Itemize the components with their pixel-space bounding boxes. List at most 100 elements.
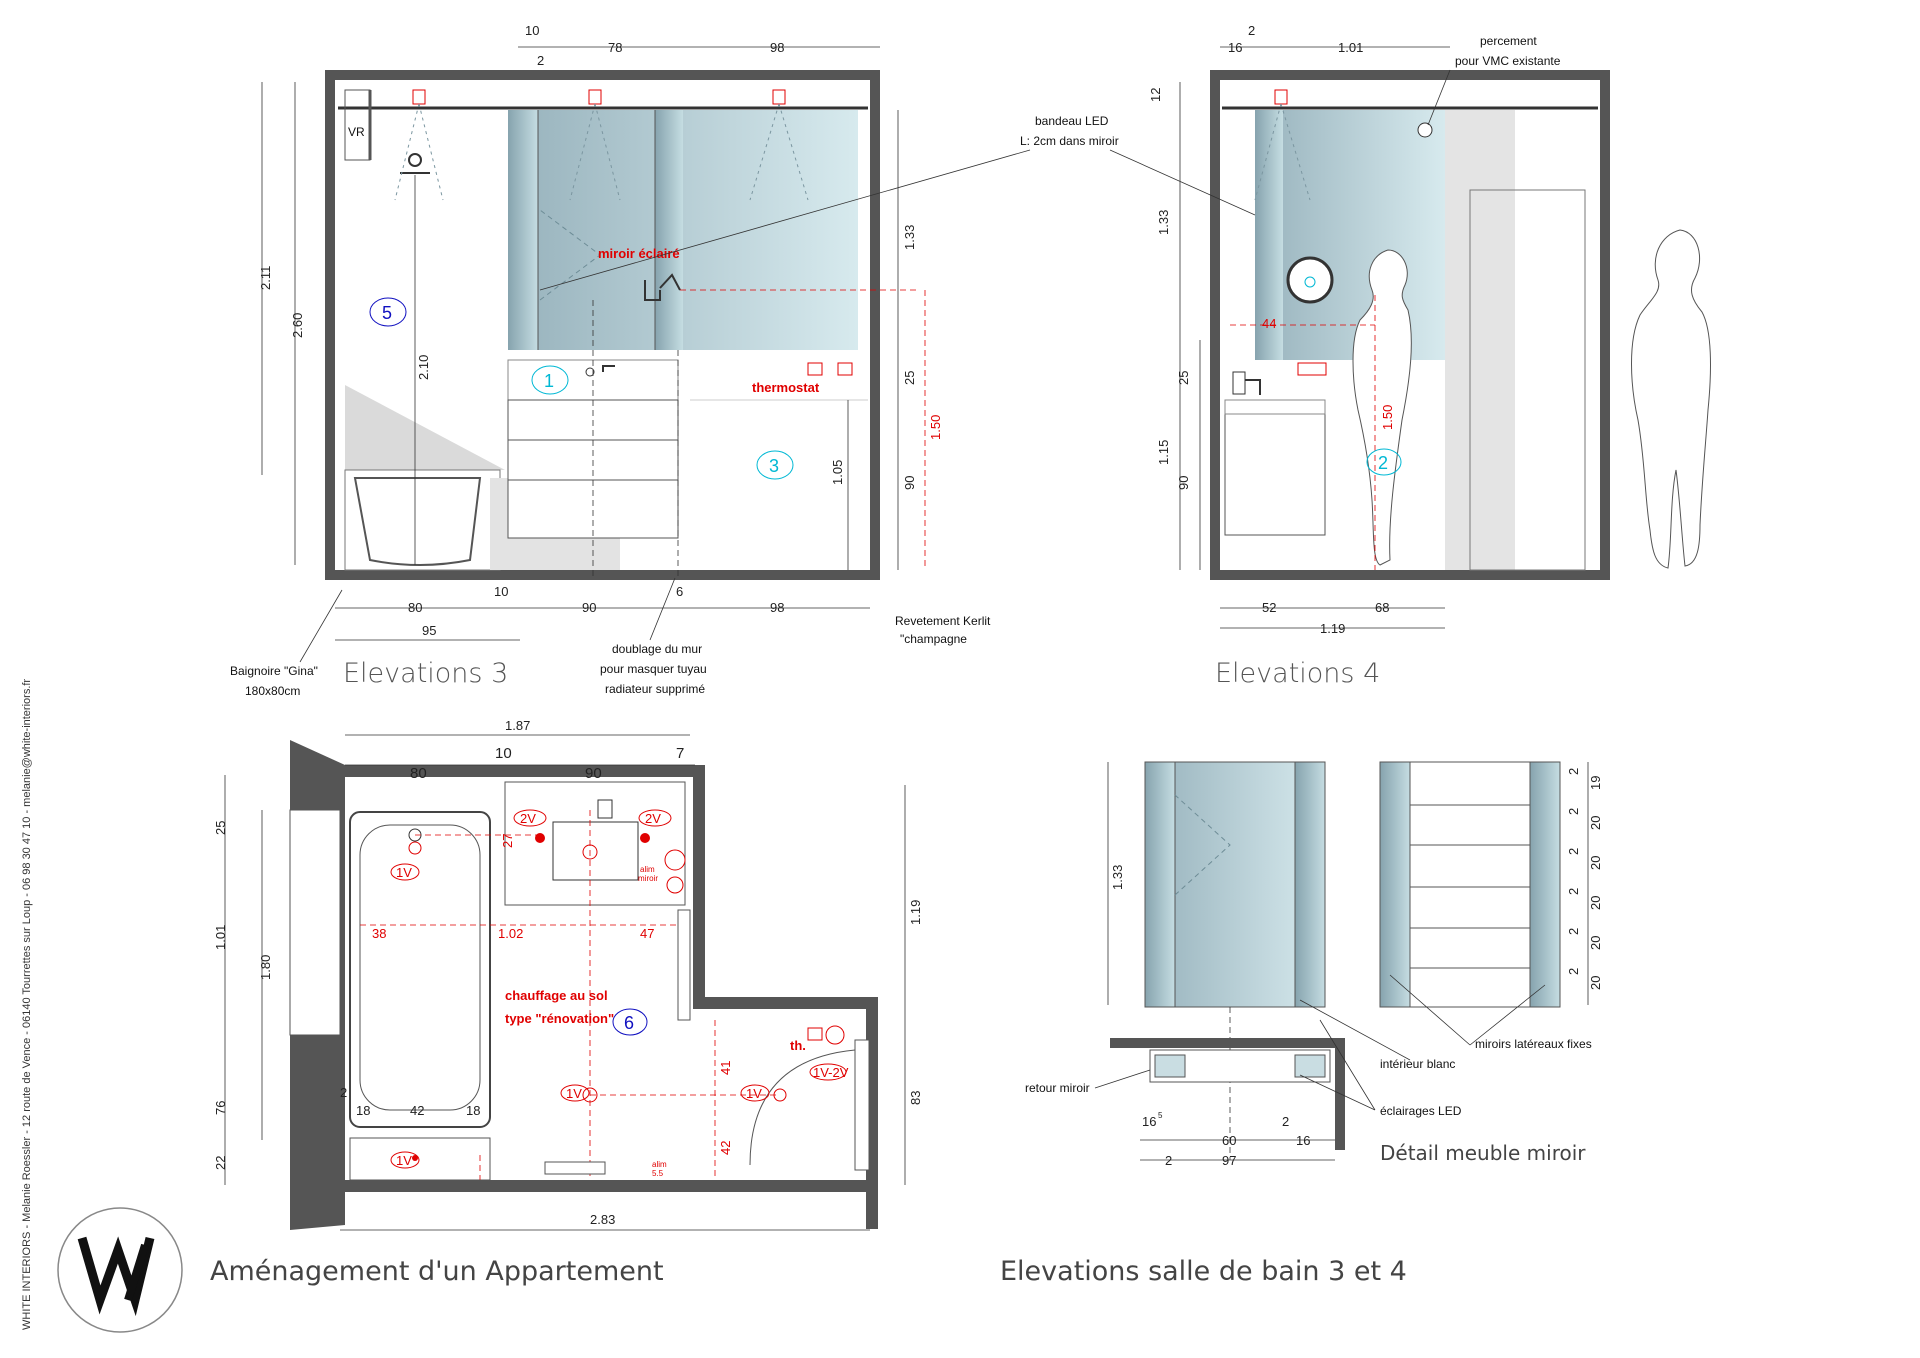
svg-text:1.80: 1.80: [258, 955, 273, 980]
dim-right-25: 25: [902, 371, 917, 385]
svg-text:76: 76: [213, 1101, 228, 1115]
note-revetement-2: "champagne: [900, 632, 967, 646]
dim-e4-top-2: 2: [1248, 23, 1255, 38]
zone-2-bubble: [1366, 448, 1402, 476]
dim-plan-7: 7: [676, 745, 684, 762]
dim-e4-12: 12: [1148, 88, 1163, 102]
svg-text:16: 16: [1142, 1114, 1156, 1129]
chauffage-label-1: chauffage au sol: [505, 988, 608, 1003]
zone-6-bubble: [612, 1008, 648, 1036]
white-interiors-logo: [57, 1207, 183, 1333]
dim-bottom-95: 95: [422, 623, 436, 638]
note-doublage-1: doublage du mur: [612, 642, 702, 656]
sidebar-credits: WHITE INTERIORS - Melanie Roessler - 12 …: [21, 679, 33, 1330]
electrical-points: [408, 833, 845, 1175]
svg-text:38: 38: [372, 926, 386, 941]
vmc-icon: [1417, 122, 1433, 138]
elevation-3-title: Elevations 3: [343, 658, 508, 689]
switch-labels: 2V 2V 1V 1V 1V 1V 1V-2V: [390, 809, 849, 1169]
svg-text:alim: alim: [640, 865, 655, 874]
elevation-4: 44 1.50 2 2 16 1.01 12 1.33 25 1.15 90 5…: [1148, 23, 1711, 689]
svg-text:47: 47: [640, 926, 654, 941]
svg-text:1V: 1V: [566, 1086, 582, 1101]
shower-shade: [345, 385, 505, 470]
svg-text:6: 6: [624, 1013, 634, 1033]
svg-text:5: 5: [382, 303, 392, 323]
label-eclairages: éclairages LED: [1380, 1104, 1462, 1118]
svg-text:1.02: 1.02: [498, 926, 523, 941]
dim-plan-80: 80: [410, 765, 427, 782]
note-doublage-2: pour masquer tuyau: [600, 662, 707, 676]
dim-top-2: 2: [537, 53, 544, 68]
chauffage-label-2: type "rénovation": [505, 1011, 614, 1026]
dim-red-44: 44: [1262, 316, 1276, 331]
svg-text:1.01: 1.01: [213, 925, 228, 950]
svg-text:83: 83: [908, 1091, 923, 1105]
svg-text:2: 2: [1566, 848, 1581, 855]
dim-plan-90: 90: [585, 765, 602, 782]
svg-text:1V: 1V: [396, 865, 412, 880]
detail-mirror-cabinet: intérieur blanc miroirs latéreaux fixes …: [1025, 761, 1603, 1168]
dim-e4-68: 68: [1375, 600, 1389, 615]
detail-dim-133: 1.33: [1110, 865, 1125, 890]
svg-text:25: 25: [213, 821, 228, 835]
svg-text:20: 20: [1588, 816, 1603, 830]
dim-top-78: 78: [608, 40, 622, 55]
note-doublage-3: radiateur supprimé: [605, 682, 705, 696]
svg-text:1V: 1V: [396, 1153, 412, 1168]
dim-bottom-10: 10: [494, 584, 508, 599]
svg-text:2V: 2V: [645, 811, 661, 826]
svg-text:2: 2: [1282, 1114, 1289, 1129]
svg-text:2: 2: [1566, 768, 1581, 775]
svg-text:20: 20: [1588, 936, 1603, 950]
shower-head-icon: [408, 153, 422, 167]
svg-text:18: 18: [466, 1103, 480, 1118]
elevation-4-title: Elevations 4: [1215, 658, 1380, 689]
dim-bottom-80: 80: [408, 600, 422, 615]
dim-right-105: 1.05: [830, 460, 845, 485]
svg-text:42: 42: [410, 1103, 424, 1118]
svg-text:2: 2: [1566, 928, 1581, 935]
svg-text:alim: alim: [652, 1160, 667, 1169]
thermostat-icon: [807, 362, 823, 376]
elevation-3-frame: [325, 70, 880, 580]
label-retour: retour miroir: [1025, 1081, 1090, 1095]
floor-plan: 2V 2V 1V 1V 1V 1V 1V-2V th. chauffage au…: [213, 718, 923, 1231]
svg-text:2: 2: [1378, 453, 1388, 473]
led-spot-icons: [394, 89, 809, 201]
dim-e4-115: 1.15: [1156, 440, 1171, 465]
elevation-4-frame: [1210, 70, 1610, 580]
svg-text:42: 42: [718, 1141, 733, 1155]
dim-left-211: 2.11: [258, 266, 273, 290]
svg-text:20: 20: [1588, 856, 1603, 870]
svg-text:97: 97: [1222, 1153, 1236, 1168]
dim-plan-10: 10: [495, 745, 512, 762]
elevation-3: VR: [258, 23, 943, 689]
svg-text:5.5: 5.5: [652, 1169, 664, 1178]
note-bandeau-2: L: 2cm dans miroir: [1020, 134, 1119, 148]
note-baignoire-2: 180x80cm: [245, 684, 300, 698]
dim-e4-52: 52: [1262, 600, 1276, 615]
svg-text:19: 19: [1588, 776, 1603, 790]
svg-text:5: 5: [1158, 1111, 1163, 1120]
annotations: bandeau LED L: 2cm dans miroir percement…: [230, 34, 1561, 698]
dim-top-98: 98: [770, 40, 784, 55]
svg-text:20: 20: [1588, 976, 1603, 990]
svg-text:1: 1: [544, 371, 554, 391]
label-miroirs-lateraux: miroirs latéreaux fixes: [1475, 1037, 1592, 1051]
sheet-title-right: Elevations salle de bain 3 et 4: [1000, 1256, 1407, 1287]
dim-left-260: 2.60: [290, 313, 305, 338]
svg-text:2: 2: [1566, 968, 1581, 975]
dim-bottom-90: 90: [582, 600, 596, 615]
dim-e4-25: 25: [1176, 371, 1191, 385]
person-silhouette-outer: [1631, 229, 1711, 569]
svg-text:1.19: 1.19: [908, 900, 923, 925]
svg-text:2: 2: [340, 1085, 347, 1100]
svg-text:2: 2: [1566, 888, 1581, 895]
dim-plan-283: 2.83: [590, 1212, 615, 1227]
mirror-label: miroir éclairé: [598, 246, 680, 261]
svg-text:22: 22: [213, 1156, 228, 1170]
detail-title: Détail meuble miroir: [1380, 1141, 1586, 1165]
thermostat-label: thermostat: [752, 380, 820, 395]
